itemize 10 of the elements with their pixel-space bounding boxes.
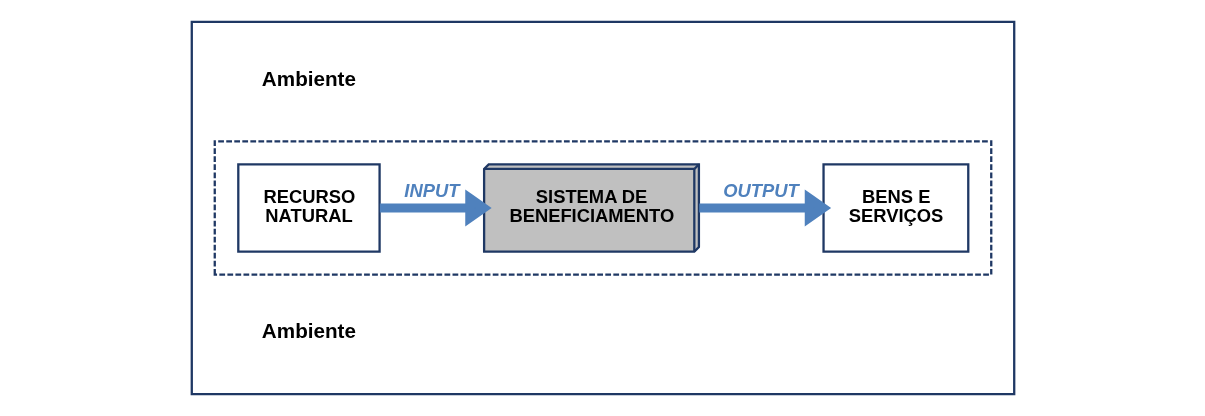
- label: Ambiente: [261, 319, 356, 343]
- edge-label: OUTPUT: [722, 180, 799, 202]
- cluster: [213, 140, 992, 276]
- arrow: [379, 189, 492, 227]
- label: Ambiente: [261, 66, 356, 90]
- node-box: RECURSO NATURAL: [236, 163, 381, 253]
- cluster: [190, 20, 1015, 396]
- arrow: [698, 189, 831, 227]
- node-box: BENS E SERVIÇOS: [821, 163, 969, 253]
- edge-label: INPUT: [403, 180, 459, 202]
